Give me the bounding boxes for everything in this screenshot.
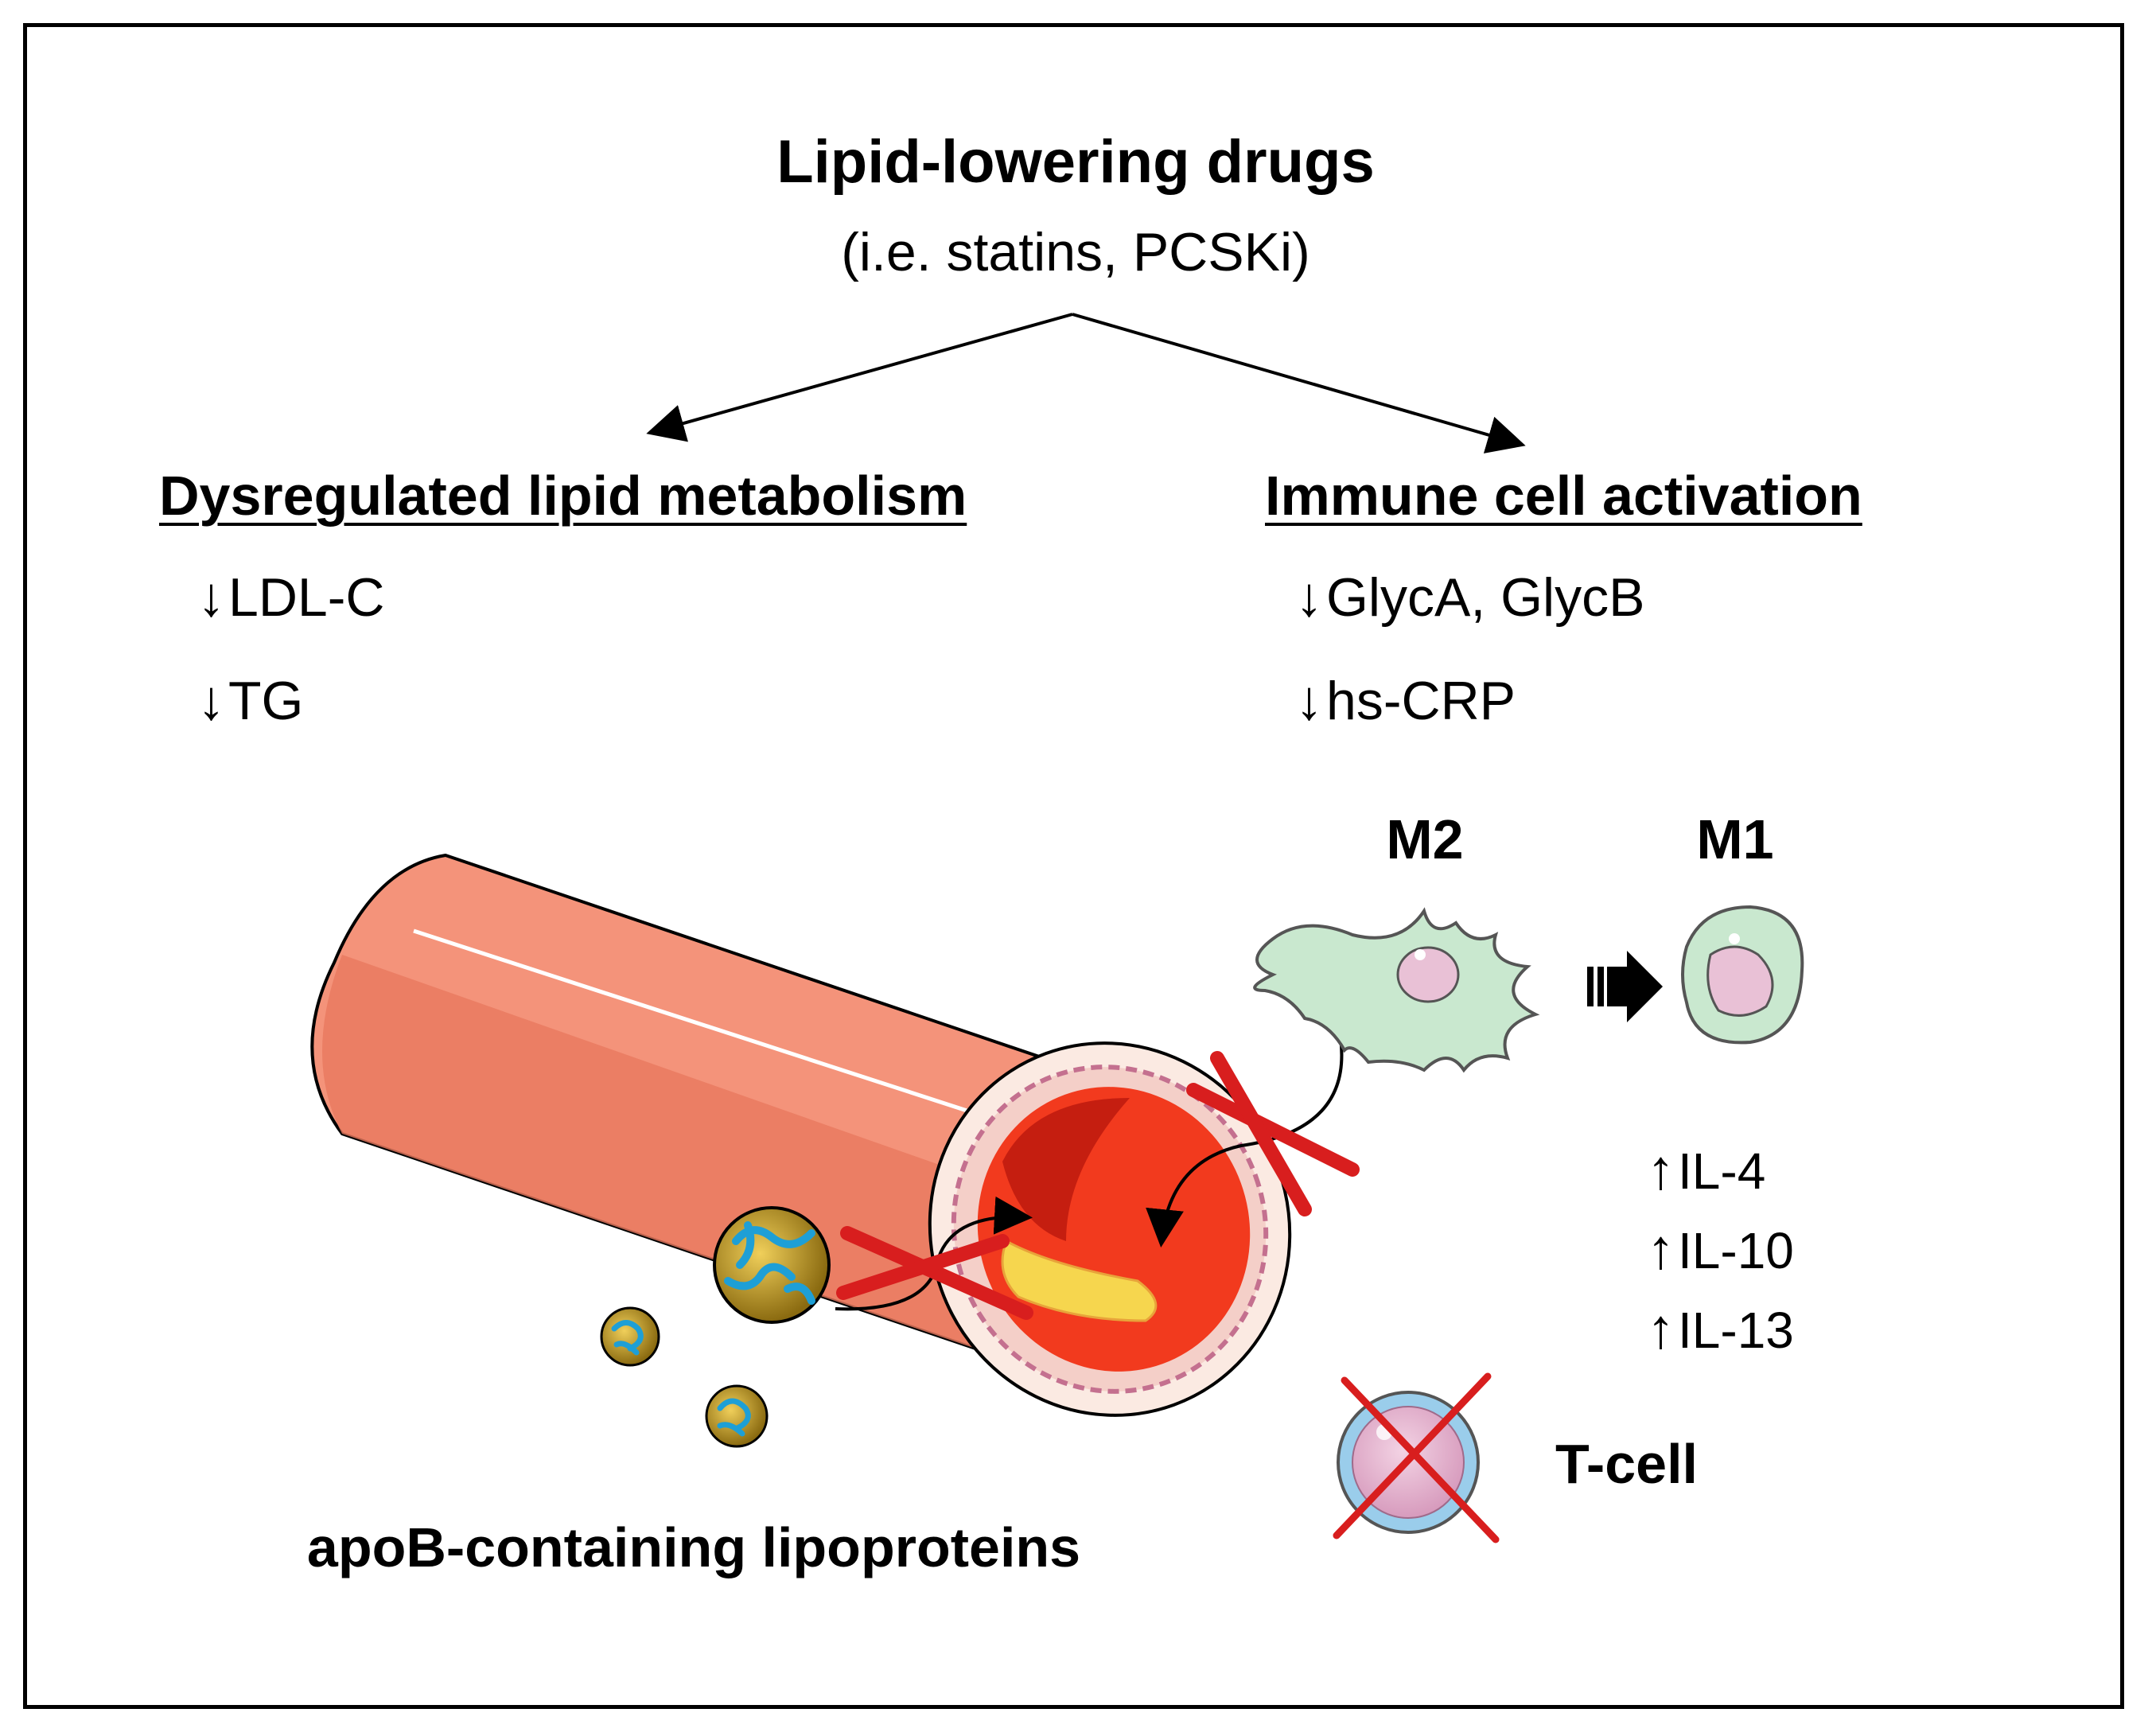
- arrow-to-lipid: [646, 313, 1073, 442]
- tcell-label: T-cell: [1555, 1433, 1698, 1495]
- immune-item-glyc: ↓GlycA, GlycB: [1295, 566, 1645, 628]
- lipoprotein-small-2: [705, 1384, 769, 1448]
- up-arrow-icon: ↑: [1647, 1139, 1675, 1201]
- branch-arrows: [646, 313, 1526, 453]
- m2-to-m1-arrow: [1587, 951, 1663, 1022]
- lipid-item-tg: ↓TG: [197, 669, 304, 731]
- down-arrow-icon: ↓: [197, 669, 225, 731]
- down-arrow-icon: ↓: [1295, 669, 1323, 731]
- immune-heading: Immune cell activation: [1265, 465, 1862, 527]
- lipoprotein-small-1: [600, 1306, 660, 1367]
- lipoprotein-label: apoB-containing lipoproteins: [306, 1516, 1081, 1578]
- m2-nucleus: [1396, 946, 1460, 1003]
- lipoprotein-large: [713, 1206, 831, 1324]
- m1-macrophage: [1681, 905, 1804, 1045]
- lipoprotein-block-cross: [836, 1226, 1033, 1320]
- t-cell: [1333, 1372, 1500, 1543]
- down-arrow-icon: ↓: [1295, 566, 1323, 628]
- figure-frame: [23, 23, 2124, 1709]
- macrophage-entry-arrow: [1146, 1037, 1344, 1248]
- vessel-highlight: [413, 928, 1051, 1140]
- m2-label: M2: [1386, 808, 1464, 870]
- lipid-item-ldl: ↓LDL-C: [197, 566, 385, 628]
- arrow-to-immune: [1072, 313, 1526, 453]
- lipid-heading: Dysregulated lipid metabolism: [159, 465, 967, 527]
- vessel-underside: [322, 955, 1066, 1368]
- m1-nucleus: [1706, 945, 1774, 1017]
- m1-label: M1: [1696, 808, 1774, 870]
- il-item-10: ↑IL-10: [1647, 1218, 1794, 1280]
- immune-item-crp: ↓hs-CRP: [1295, 669, 1516, 731]
- vessel-lumen-shadow: [1002, 1098, 1130, 1241]
- lipoproteins: [600, 1206, 831, 1448]
- down-arrow-icon: ↓: [197, 566, 225, 628]
- m2-macrophage: [1253, 907, 1540, 1073]
- page-subtitle: (i.e. statins, PCSKi): [841, 222, 1310, 282]
- macrophage-block-cross: [1186, 1051, 1360, 1216]
- plaque: [1001, 1239, 1158, 1322]
- blood-vessel: [310, 853, 1292, 1417]
- page-title: Lipid-lowering drugs: [776, 128, 1375, 196]
- il-item-4: ↑IL-4: [1647, 1139, 1766, 1201]
- up-arrow-icon: ↑: [1647, 1298, 1675, 1360]
- il-item-13: ↑IL-13: [1647, 1298, 1794, 1360]
- up-arrow-icon: ↑: [1647, 1218, 1675, 1280]
